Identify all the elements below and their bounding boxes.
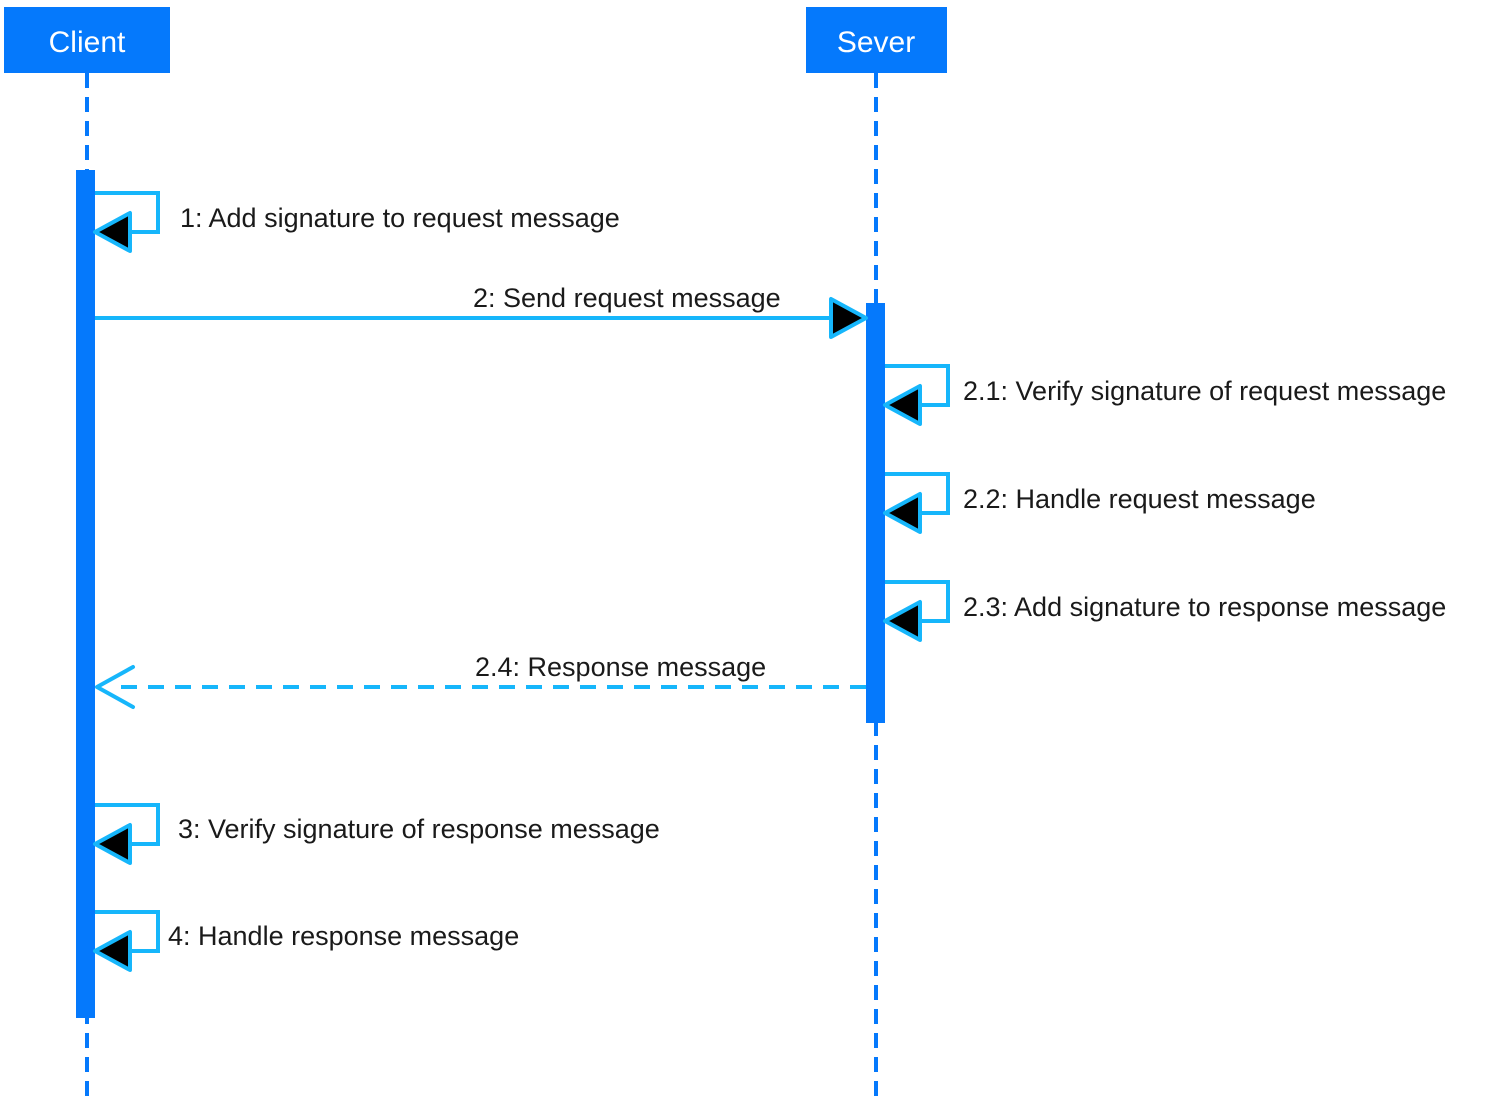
- message-2-1-label: 2.1: Verify signature of request message: [963, 376, 1446, 406]
- participant-header-server[interactable]: Sever: [806, 7, 947, 73]
- message-1-label: 1: Add signature to request message: [180, 203, 620, 233]
- activation-bars: [76, 170, 885, 1018]
- activation-bar-client: [76, 170, 95, 1018]
- message-2-call[interactable]: [95, 297, 868, 339]
- activation-bar-server: [866, 303, 885, 723]
- message-2-1-self-loop[interactable]: [883, 364, 950, 426]
- message-2-4-arrowhead-icon: [95, 665, 135, 709]
- participant-header-client[interactable]: Client: [4, 7, 170, 73]
- participant-box-client: [4, 7, 170, 73]
- message-2-1-loop-path: [885, 364, 950, 407]
- message-2-4-label: 2.4: Response message: [475, 652, 766, 682]
- participant-label-server: Sever: [837, 26, 915, 59]
- message-3-label: 3: Verify signature of response message: [178, 814, 660, 844]
- message-2-3-label: 2.3: Add signature to response message: [963, 592, 1446, 622]
- message-2-3-self-loop[interactable]: [883, 580, 950, 642]
- message-2-2-label: 2.2: Handle request message: [963, 484, 1316, 514]
- message-2-label: 2: Send request message: [473, 283, 781, 313]
- message-4-self-loop[interactable]: [93, 910, 160, 972]
- message-1-loop-path: [95, 191, 160, 234]
- message-2-2-arrowhead-icon: [883, 492, 922, 534]
- message-2-1-arrowhead-icon: [883, 384, 922, 426]
- message-4-label: 4: Handle response message: [168, 921, 519, 951]
- message-2-arrowhead-icon: [829, 297, 868, 339]
- message-3-self-loop[interactable]: [93, 803, 160, 865]
- message-2-2-self-loop[interactable]: [883, 472, 950, 534]
- message-3-arrowhead-icon: [93, 823, 132, 865]
- participant-box-server: [806, 7, 947, 73]
- message-2-2-loop-path: [885, 472, 950, 515]
- message-3-loop-path: [95, 803, 160, 846]
- message-2-3-arrowhead-icon: [883, 600, 922, 642]
- message-1-arrowhead-icon: [93, 211, 132, 253]
- participant-label-client: Client: [49, 26, 126, 59]
- message-2-4-return[interactable]: [95, 665, 866, 709]
- message-1-self-loop[interactable]: [93, 191, 160, 253]
- message-4-arrowhead-icon: [93, 930, 132, 972]
- message-4-loop-path: [95, 910, 160, 953]
- message-2-3-loop-path: [885, 580, 950, 623]
